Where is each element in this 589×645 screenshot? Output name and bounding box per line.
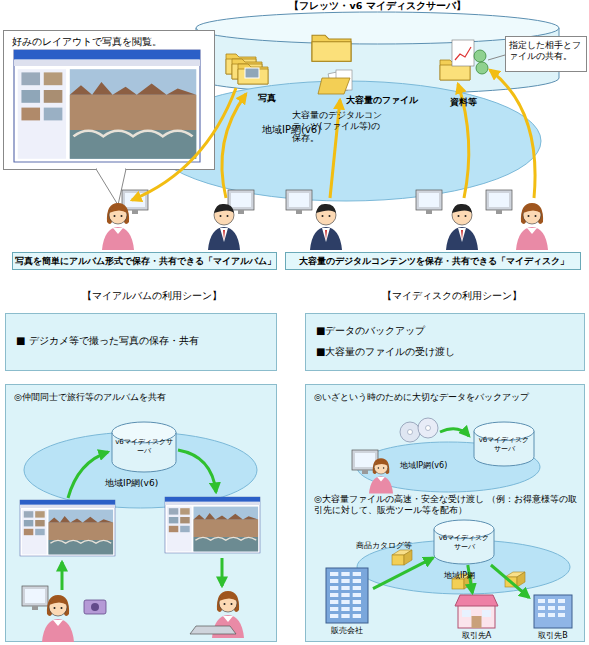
shape-part [341,586,349,590]
shape-part [472,616,482,628]
service-banner: 大容量のデジタルコンテンツを保存・共有できる「マイディスク」 [285,252,581,270]
node-text: 地域IP網(v6) [400,461,470,471]
shape-part [341,607,349,611]
shape-part [353,600,361,604]
shape-part [330,579,338,583]
shape-part [353,586,361,590]
flow-arrow [468,565,473,593]
text-label: 写真 [258,93,288,104]
shape-part [482,610,491,617]
callout-box: 好みのレイアウトで写真を閲覧。 [3,30,215,170]
flow-arrow [491,565,529,598]
text-label: 【マイアルバムの利用シーン】 [82,290,252,303]
shape-part [353,593,361,597]
node-text: v6マイディスク サーバ [435,534,493,552]
shape-part [538,599,545,603]
node-text: 販売会社 [321,626,373,636]
shape-part [455,595,498,606]
shape-part [341,579,349,583]
text-label: 大容量のデジタルコンテンツ(ファイル等)の保存。 [292,110,387,144]
shape-part [548,613,555,617]
shape-part [558,613,565,617]
service-banner: 写真を簡単にアルバム形式で保存・共有できる「マイアルバム」 [12,252,277,270]
node-text: 取引先A [454,631,499,641]
shape-part [538,613,545,617]
shape-part [24,432,257,508]
flow-arrow [373,558,433,589]
scene-panel: ◎仲間同士で旅行等のアルバムを共有地域IP網(v6) v6マイディスクサーバ [5,384,277,642]
scene-box: ■ デジカメ等で撮った写真の保存・共有 [5,313,277,371]
node-text: 写真を簡単にアルバム形式で保存・共有できる「マイアルバム」 [15,256,276,267]
node-text: ◎仲間同士で旅行等のアルバムを共有 [14,392,272,403]
node-text: ■ デジカメ等で撮った写真の保存・共有 [16,335,271,348]
shop-building: 取引先A [454,593,499,643]
node-text: v6マイディスク サーバ [475,436,533,454]
node-text: ◎いざという時のために大切なデータをバックアップ [314,392,580,403]
shape-part [330,614,338,618]
text-label: 商品カタログ等 [356,541,426,550]
node-text: 地域IP網 [444,571,494,581]
company-building: 販売会社 [321,566,373,638]
node-text: 大容量のデジタルコンテンツを保存・共有できる「マイディスク」 [288,256,580,267]
text-label: 大容量のファイル [346,95,426,106]
shape-part [353,572,361,576]
illustration-part [208,204,240,250]
illustration-part [516,203,548,250]
callout-box: 指定した相手とファイルの共有。 [505,36,587,72]
shape-part [330,593,338,597]
illustration-part [446,204,478,250]
shape-part [558,606,565,610]
shape-part [341,614,349,618]
shape-part [353,607,361,611]
shape-part [538,606,545,610]
shape-part [462,610,471,617]
node-text: ◎大容量ファイルの高速・安全な受け渡し （例：お得意様等の取引先に対して、販売ツ… [314,494,580,517]
shape-part [326,568,368,623]
text-label: 【マイディスクの利用シーン】 [382,290,552,303]
illustration-part [122,190,148,214]
shape-part [330,607,338,611]
node-text: ■データのバックアップ [316,325,578,338]
illustration-part [486,190,512,214]
node-text: ■大容量のファイルの受け渡し [316,346,578,359]
shape-part [558,599,565,603]
shape-part [353,579,361,583]
node-text: 好みのレイアウトで写真を閲覧。 [12,36,212,49]
shape-part [548,606,555,610]
shape-part [474,431,534,466]
server-cylinder: v6マイディスクサーバ [111,421,177,473]
node-text: 取引先B [529,631,577,641]
server-cylinder: v6マイディスク サーバ [433,519,495,565]
shape-part [112,432,176,472]
text-label: 資料等 [450,97,490,108]
shape-part [330,600,338,604]
node-text: v6マイディスクサーバ [113,438,175,456]
shape-part [434,529,494,564]
shape-part [151,81,541,201]
scene-panel: ◎いざという時のために大切なデータをバックアップ ◎大容量ファイルの高速・安全な受… [305,384,585,642]
node-text: 【フレッツ・v6 マイディスクサーバ】 [195,0,560,12]
client-building: 取引先B [529,593,577,643]
illustration-part [96,169,126,205]
illustration-part [102,203,134,250]
node-text: 指定した相手とファイルの共有。 [509,40,585,63]
node-text: 地域IP網(v6) [105,478,185,489]
shape-part [341,593,349,597]
shape-part [341,572,349,576]
shape-part [330,572,338,576]
shape-part [330,586,338,590]
server-cylinder: v6マイディスク サーバ [473,421,535,467]
shape-part [341,600,349,604]
shape-part [353,614,361,618]
scene-box: ■データのバックアップ ■大容量のファイルの受け渡し [305,313,585,371]
shape-part [534,595,572,628]
illustration-part [310,204,342,250]
shape-part [548,599,555,603]
shape-part [458,605,495,628]
